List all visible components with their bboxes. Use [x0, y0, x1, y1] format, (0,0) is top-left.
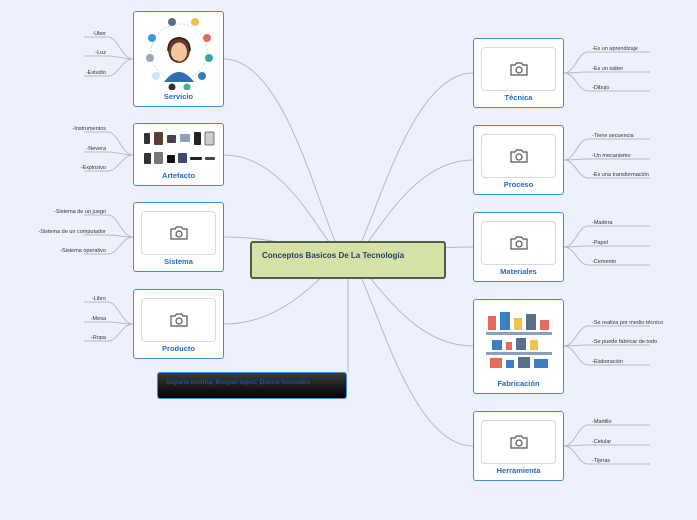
- leaf-item[interactable]: -Sistema de un juego: [54, 209, 106, 215]
- leaf-line: [563, 345, 650, 366]
- image-placeholder: [481, 420, 556, 464]
- leaf-line: [563, 444, 650, 447]
- leaf-line: [563, 71, 650, 74]
- leaf-item[interactable]: -Elaboración: [592, 359, 623, 365]
- leaf-line: [84, 131, 134, 156]
- leaf-item[interactable]: -Estudio: [85, 70, 106, 76]
- topic-tecnica[interactable]: Técnica: [473, 38, 564, 108]
- image-placeholder: [141, 211, 216, 255]
- leaf-line: [563, 158, 650, 161]
- topic-servicio[interactable]: Servicio: [133, 11, 224, 107]
- branch-line: [223, 58, 349, 261]
- leaf-line: [84, 234, 134, 238]
- camera-icon: [509, 149, 528, 163]
- topic-producto[interactable]: Producto: [133, 289, 224, 359]
- topic-label: Proceso: [503, 180, 534, 189]
- topic-label: Herramienta: [496, 466, 541, 475]
- leaf-line: [563, 138, 650, 161]
- camera-icon: [169, 226, 188, 240]
- leaf-line: [84, 55, 134, 60]
- leaf-line: [84, 236, 134, 255]
- leaf-item[interactable]: -Mesa: [90, 316, 106, 322]
- leaf-item[interactable]: -Dibujo: [592, 85, 610, 91]
- authors-label: Sayaris molina, Brayan lopez, Danna Gonz…: [166, 379, 311, 386]
- topic-label: Servicio: [163, 92, 194, 101]
- leaf-line: [84, 214, 134, 238]
- topic-fabricacion[interactable]: Fabricación: [473, 299, 564, 394]
- topic-sistema[interactable]: Sistema: [133, 202, 224, 272]
- leaf-line: [84, 151, 134, 156]
- branch-line: [347, 259, 474, 447]
- leaf-line: [563, 245, 650, 248]
- authors-note[interactable]: Sayaris molina, Brayan lopez, Danna Gonz…: [157, 372, 347, 399]
- leaf-line: [84, 36, 134, 60]
- leaf-line: [563, 225, 650, 248]
- factory-illustration: [486, 310, 552, 372]
- leaf-item[interactable]: -Madera: [592, 220, 613, 226]
- leaf-item[interactable]: -Tiene secuencia: [592, 133, 634, 139]
- topic-materiales[interactable]: Materiales: [473, 212, 564, 282]
- image-placeholder: [141, 298, 216, 342]
- leaf-item[interactable]: -Martillo: [592, 419, 612, 425]
- leaf-line: [563, 325, 650, 347]
- topic-proceso[interactable]: Proceso: [473, 125, 564, 195]
- topic-label: Técnica: [504, 93, 533, 102]
- camera-icon: [509, 236, 528, 250]
- leaf-item[interactable]: -Sistema operativo: [60, 248, 106, 254]
- leaf-line: [84, 321, 134, 325]
- leaf-line: [563, 445, 650, 465]
- central-topic[interactable]: Conceptos Basicos De La Tecnología: [250, 241, 446, 279]
- image-placeholder: [481, 134, 556, 178]
- topic-label: Artefacto: [162, 171, 195, 180]
- leaf-item[interactable]: -Explosivo: [80, 165, 106, 171]
- camera-icon: [509, 62, 528, 76]
- leaf-item[interactable]: -Ropa: [91, 335, 106, 341]
- leaf-item[interactable]: -Es un saber: [592, 66, 624, 72]
- image-placeholder: [481, 47, 556, 91]
- topic-label: Materiales: [500, 267, 537, 276]
- leaf-item[interactable]: -Es una transformación: [592, 172, 649, 178]
- leaf-item[interactable]: -Papel: [592, 240, 608, 246]
- leaf-line: [563, 159, 650, 179]
- leaf-item[interactable]: -Un mecanismo: [592, 153, 631, 159]
- topic-label: Producto: [162, 344, 195, 353]
- leaf-item[interactable]: -Instrumentos: [72, 126, 106, 132]
- leaf-line: [563, 424, 650, 447]
- leaf-item[interactable]: -Libro: [91, 296, 106, 302]
- topic-herramienta[interactable]: Herramienta: [473, 411, 564, 481]
- leaf-item[interactable]: -Uber: [92, 31, 106, 37]
- leaf-line: [84, 154, 134, 172]
- leaf-line: [563, 51, 650, 74]
- leaf-item[interactable]: -Se realiza por medio técnico: [592, 320, 664, 326]
- leaf-line: [84, 58, 134, 77]
- leaf-line: [563, 72, 650, 92]
- central-topic-label: Conceptos Basicos De La Tecnología: [262, 251, 405, 260]
- branch-line: [347, 72, 474, 261]
- leaf-item[interactable]: -Se puede fabricar de todo: [592, 339, 658, 345]
- topic-label: Fabricación: [497, 379, 540, 388]
- leaf-item[interactable]: -Sistema de un computador: [38, 229, 106, 235]
- topic-label: Sistema: [164, 257, 193, 266]
- leaf-item[interactable]: -Tijeras: [592, 458, 611, 464]
- leaf-item[interactable]: -Luz: [95, 50, 106, 56]
- leaf-item[interactable]: -Cemento: [592, 259, 617, 265]
- camera-icon: [169, 313, 188, 327]
- leaf-item[interactable]: -Celular: [592, 439, 612, 445]
- topic-artefacto[interactable]: Artefacto: [133, 123, 224, 186]
- customer-service-illustration: [142, 16, 217, 91]
- devices-illustration: [141, 130, 217, 168]
- camera-icon: [509, 435, 528, 449]
- leaf-item[interactable]: -Nevera: [86, 146, 106, 152]
- leaf-item[interactable]: -Es un aprendizaje: [592, 46, 638, 52]
- leaf-line: [84, 301, 134, 325]
- leaf-line: [84, 323, 134, 342]
- image-placeholder: [481, 221, 556, 265]
- leaf-line: [563, 246, 650, 266]
- leaf-line: [563, 344, 650, 347]
